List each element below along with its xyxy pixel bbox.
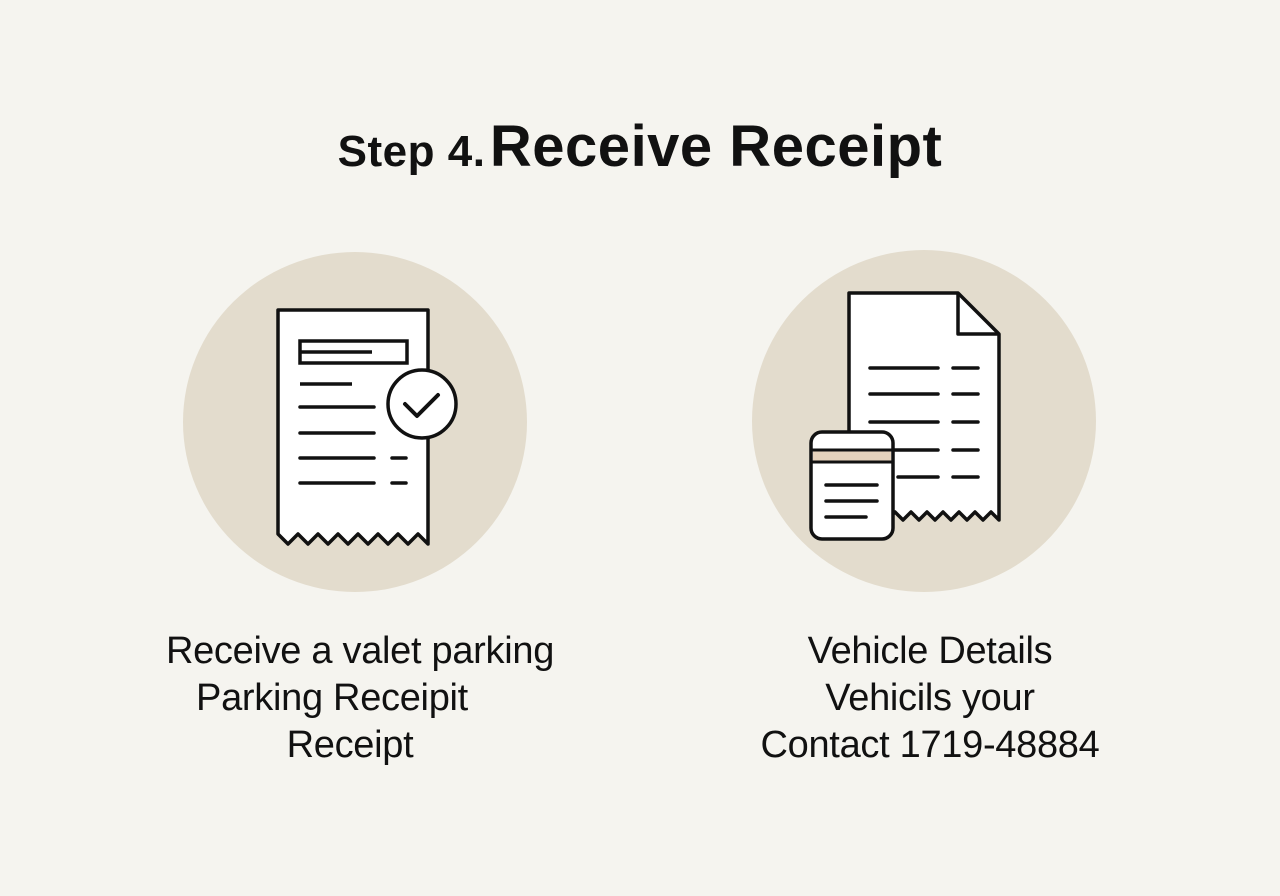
vehicle-description: Vehicle Details Vehicils your Contact 17… [700,628,1160,769]
receipt-check-icon [276,308,458,546]
receipt-description-line-3: Receipt [286,724,414,766]
step-title: Receive Receipt [489,114,943,179]
receipt-description: Receive a valet parking Parking Receipit… [100,628,620,769]
receipt-description-line-2: Parking Receipit [196,677,468,719]
step-number: Step 4. [337,127,486,176]
vehicle-description-line-1: Vehicle Details [807,630,1053,672]
page-title: Step 4. Receive Receipt [0,118,1280,176]
vehicle-description-line-2: Vehicils your [825,677,1035,719]
document-card-icon [809,291,1001,541]
vehicle-description-line-3: Contact 1719-48884 [760,724,1100,766]
receipt-description-line-1: Receive a valet parking [165,630,555,672]
